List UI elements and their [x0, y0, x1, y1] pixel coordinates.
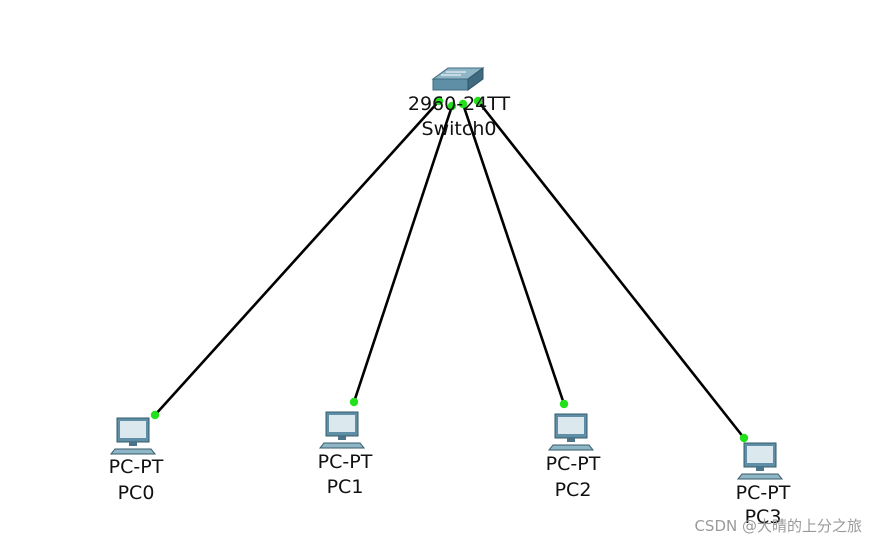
links [154, 100, 746, 439]
pc2-model-label: PC-PT [545, 453, 601, 475]
pc2-name-label: PC2 [554, 479, 592, 501]
pc3-model-label: PC-PT [735, 482, 791, 504]
pc0-model-label: PC-PT [108, 456, 164, 478]
port-light-pc2 [559, 399, 569, 409]
switch-model-label: 2960-24TT [407, 93, 511, 115]
port-light-switch-pc0 [434, 96, 444, 106]
port-lights [150, 96, 749, 443]
link-switch0-pc1[interactable] [352, 105, 454, 403]
pc2-icon[interactable] [547, 413, 595, 451]
link-switch0-pc0[interactable] [154, 100, 440, 416]
port-light-pc3 [739, 433, 749, 443]
pc1-icon[interactable] [318, 411, 366, 449]
port-light-switch-pc3 [473, 96, 483, 106]
pc3-icon[interactable] [736, 442, 784, 480]
link-switch0-pc2[interactable] [461, 103, 566, 405]
watermark: CSDN @大晴的上分之旅 [694, 517, 862, 535]
port-light-pc0 [150, 410, 160, 420]
switch-icon[interactable] [431, 67, 485, 91]
port-light-switch-pc1 [447, 101, 457, 111]
link-switch0-pc3[interactable] [476, 100, 746, 439]
port-light-pc1 [349, 397, 359, 407]
pc0-name-label: PC0 [117, 482, 155, 504]
port-light-switch-pc2 [458, 99, 468, 109]
pc3-name-label: PC3 [744, 506, 782, 528]
pc1-model-label: PC-PT [317, 451, 373, 473]
switch-name-label: Switch0 [421, 118, 497, 140]
pc0-icon[interactable] [109, 417, 157, 455]
pc1-name-label: PC1 [326, 476, 364, 498]
